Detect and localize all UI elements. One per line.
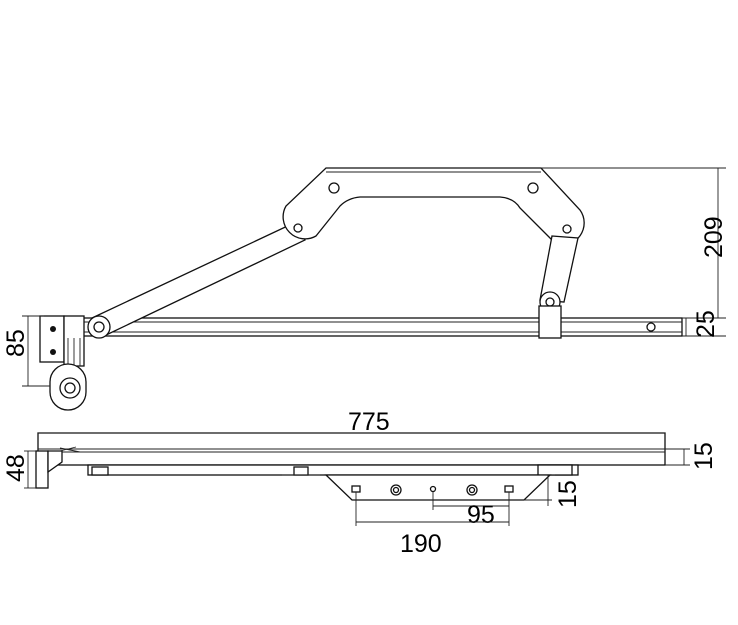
dimension-label-95: 95 <box>467 501 495 529</box>
dimension-label-48: 48 <box>2 454 30 482</box>
dimension-15-profile: 15 <box>665 442 718 470</box>
rail <box>59 317 683 337</box>
bracket-screw <box>50 326 56 332</box>
dimension-48: 48 <box>2 450 36 489</box>
dimension-label-190: 190 <box>400 530 442 558</box>
mounting-plate <box>324 474 552 501</box>
dimension-label-25: 25 <box>692 310 720 338</box>
dimension-209: 209 <box>541 167 728 319</box>
roller-wheel <box>49 363 87 411</box>
dimension-label-15-profile: 15 <box>690 442 718 470</box>
dimension-label-85: 85 <box>2 329 30 357</box>
dimension-25: 25 <box>682 310 726 338</box>
profile-bar <box>37 432 666 466</box>
dimension-15-plate: 15 <box>524 474 582 508</box>
dimension-label-775: 775 <box>348 408 390 436</box>
dimension-85: 85 <box>2 315 50 387</box>
dimension-label-15-plate: 15 <box>554 480 582 508</box>
lower-arm <box>87 221 306 339</box>
dimension-95: 95 <box>432 492 510 529</box>
dimension-label-209: 209 <box>700 216 728 258</box>
mounting-bracket <box>39 315 85 367</box>
short-link <box>538 235 579 339</box>
dimension-775: 775 <box>38 408 665 436</box>
plate-slot <box>504 485 514 493</box>
end-block <box>35 450 63 489</box>
plan-view: 775 15 48 15 95 <box>2 408 718 558</box>
rail-hole <box>646 322 656 332</box>
plate-slot <box>351 485 361 493</box>
upper-frame <box>282 167 585 246</box>
side-elevation: 209 25 85 <box>2 167 728 411</box>
bracket-screw <box>50 349 56 355</box>
dimension-190: 190 <box>355 492 509 558</box>
slide-bar <box>87 464 579 476</box>
